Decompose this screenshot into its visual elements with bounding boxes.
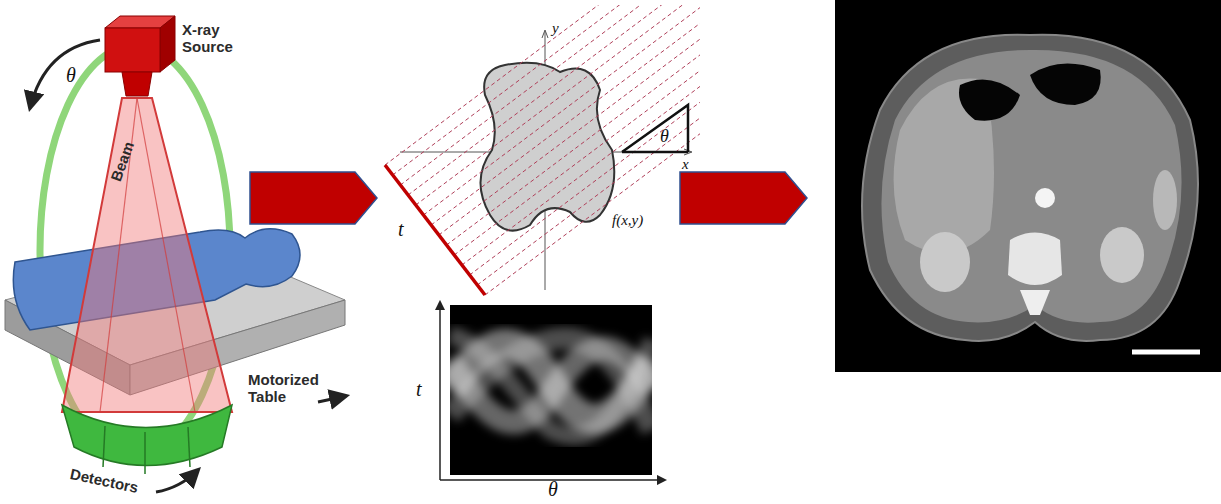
function-label: f(x,y) (612, 212, 643, 229)
projection-ray (400, 5, 688, 185)
projection-ray (477, 69, 700, 285)
projection-ray (470, 59, 700, 275)
projection-ray (423, 5, 700, 215)
projection-geometry (385, 0, 773, 295)
part-label: X-ray Source (182, 22, 262, 55)
axis-label: y (552, 20, 559, 37)
block-arrow (250, 172, 377, 224)
axis-label: x (682, 156, 689, 173)
sinogram (440, 302, 665, 480)
axis-label: θ (548, 478, 558, 500)
projection-ray (416, 5, 700, 205)
projection-ray (393, 5, 681, 175)
projection-ray (408, 5, 696, 195)
projection-ray (439, 19, 700, 235)
angle-symbol: θ (660, 127, 669, 147)
rotation-symbol: θ (66, 64, 76, 86)
ct-scanner (5, 16, 346, 492)
axis-label: t (398, 218, 404, 240)
projection-ray (462, 49, 700, 265)
projection-ray (485, 79, 700, 295)
part-label: Motorized Table (248, 372, 320, 405)
projection-ray (454, 39, 700, 255)
block-arrow (680, 172, 807, 224)
axis-label: t (416, 378, 422, 400)
ct-slice-image (835, 0, 1221, 372)
part-label: Detectors (69, 466, 140, 497)
